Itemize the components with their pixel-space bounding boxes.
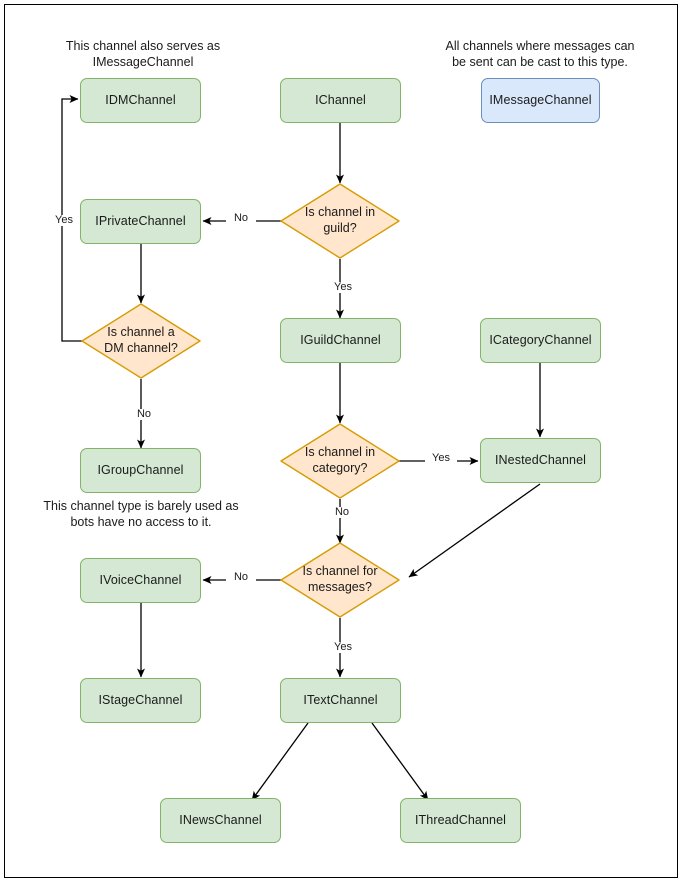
caption-dm-note: This channel also serves as IMessageChan… <box>48 38 238 71</box>
edge-inested-to-messages-decision <box>408 483 541 578</box>
decision-is-channel-a-dm-channel-shape <box>81 303 201 379</box>
edge-label-dm-yes: Yes <box>48 215 80 226</box>
node-iguildchannel-label: IGuildChannel <box>300 332 381 347</box>
node-ichannel-label: IChannel <box>315 92 366 107</box>
edge-label-messages-yes: Yes <box>327 642 359 653</box>
node-ithreadchannel[interactable]: IThreadChannel <box>400 798 521 843</box>
edge-label-dm-no: No <box>129 409 159 420</box>
node-istagechannel-label: IStageChannel <box>98 692 183 707</box>
node-icategorychannel-label: ICategoryChannel <box>489 332 592 347</box>
node-iguildchannel[interactable]: IGuildChannel <box>280 318 401 363</box>
caption-group-note: This channel type is barely used as bots… <box>38 498 244 531</box>
caption-dm-note-line1: This channel also serves as <box>65 39 221 53</box>
edge-label-messages-no: No <box>226 572 256 583</box>
edge-label-category-yes: Yes <box>425 453 457 464</box>
decision-is-channel-in-category[interactable]: Is channel in category? <box>280 423 400 499</box>
caption-message-note-line1: All channels where messages can <box>445 39 635 53</box>
decision-is-channel-in-category-shape <box>280 423 400 499</box>
node-ivoicechannel[interactable]: IVoiceChannel <box>80 558 201 603</box>
edge-label-guild-yes: Yes <box>327 282 359 293</box>
node-idmchannel-label: IDMChannel <box>105 92 176 107</box>
edge-label-category-no: No <box>327 507 357 518</box>
caption-group-note-line1: This channel type is barely used as <box>43 499 239 513</box>
node-igroupchannel-label: IGroupChannel <box>97 462 184 477</box>
node-iprivatechannel[interactable]: IPrivateChannel <box>80 199 201 244</box>
decision-is-channel-for-messages[interactable]: Is channel for messages? <box>280 542 400 618</box>
node-itextchannel[interactable]: ITextChannel <box>280 678 401 723</box>
node-inewschannel[interactable]: INewsChannel <box>160 798 281 843</box>
node-inestedchannel-label: INestedChannel <box>494 452 587 467</box>
node-icategorychannel[interactable]: ICategoryChannel <box>480 318 601 363</box>
edge-itext-to-inews <box>251 722 309 801</box>
node-istagechannel[interactable]: IStageChannel <box>80 678 201 723</box>
node-inewschannel-label: INewsChannel <box>179 812 262 827</box>
caption-message-note: All channels where messages can be sent … <box>437 38 643 71</box>
node-ithreadchannel-label: IThreadChannel <box>414 812 507 827</box>
decision-is-channel-in-guild-shape <box>280 183 400 259</box>
caption-message-note-line2: be sent can be cast to this type. <box>452 55 628 70</box>
node-iprivatechannel-label: IPrivateChannel <box>95 213 186 228</box>
node-itextchannel-label: ITextChannel <box>303 692 378 707</box>
node-igroupchannel[interactable]: IGroupChannel <box>80 448 201 493</box>
node-ivoicechannel-label: IVoiceChannel <box>99 572 182 587</box>
edge-itext-to-ithread <box>371 722 429 801</box>
edge-label-guild-no: No <box>226 213 256 224</box>
node-imessagechannel-label: IMessageChannel <box>489 92 592 107</box>
node-inestedchannel[interactable]: INestedChannel <box>480 438 601 483</box>
decision-is-channel-for-messages-shape <box>280 542 400 618</box>
decision-is-channel-in-guild[interactable]: Is channel in guild? <box>280 183 400 259</box>
decision-is-channel-a-dm-channel[interactable]: Is channel a DM channel? <box>81 303 201 379</box>
node-imessagechannel[interactable]: IMessageChannel <box>481 78 600 123</box>
node-idmchannel[interactable]: IDMChannel <box>80 78 201 123</box>
caption-dm-note-line2: IMessageChannel <box>92 55 194 70</box>
caption-group-note-line2: bots have no access to it. <box>70 515 212 530</box>
node-ichannel[interactable]: IChannel <box>280 78 401 123</box>
